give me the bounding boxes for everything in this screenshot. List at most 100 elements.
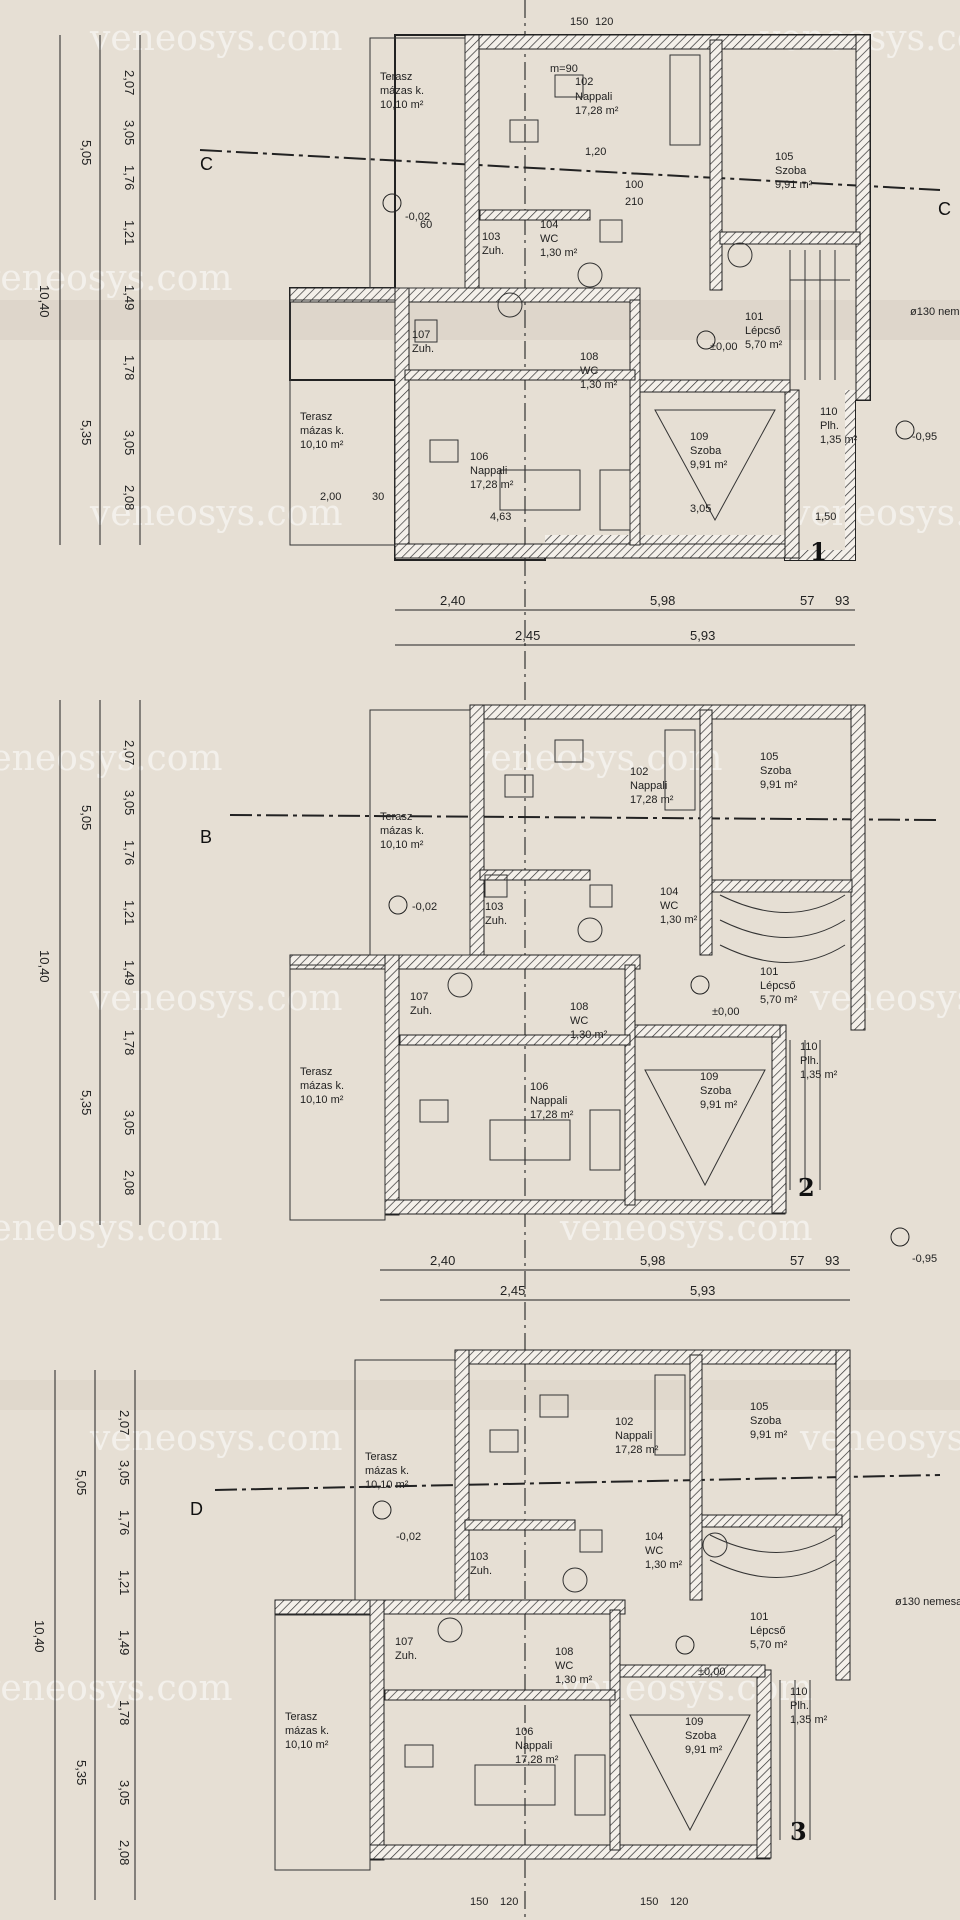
- dimension-label: 5,05: [74, 1470, 89, 1495]
- watermark-group: veneosys.com veneosys.com veneosys.com v…: [0, 18, 960, 1709]
- note-label: ø130 nemesacél bélésccő: [910, 306, 960, 318]
- level-label: -0,02: [412, 901, 437, 913]
- dimension-label: 3,05: [690, 503, 711, 515]
- terrace-label: Terasz: [365, 1451, 397, 1463]
- watermark: veneosys.com: [799, 1418, 960, 1459]
- dimension-label: 5,35: [79, 420, 94, 445]
- room-name: WC: [580, 365, 598, 377]
- room-area: 17,28 m²: [470, 479, 514, 491]
- room-area: 9,91 m²: [685, 1744, 723, 1756]
- room-name: Szoba: [685, 1730, 717, 1742]
- room-number: 102: [615, 1416, 633, 1428]
- room-number: 106: [515, 1726, 533, 1738]
- room-name: Nappali: [470, 465, 507, 477]
- terrace-sub: mázas k.: [365, 1465, 409, 1477]
- dimension-label: 3,05: [122, 1110, 137, 1135]
- wall-segment: [394, 543, 796, 559]
- terrace-outline: [289, 299, 396, 546]
- room-number: 110: [820, 406, 838, 418]
- wall-segment: [274, 1599, 626, 1615]
- room-name: Zuh.: [470, 1565, 492, 1577]
- terrace-area: 10,10 m²: [300, 1094, 344, 1106]
- room-number: 110: [800, 1041, 818, 1053]
- room-area: 1,30 m²: [570, 1029, 608, 1041]
- room-area: 1,35 m²: [820, 434, 858, 446]
- dimension-label: 1,49: [122, 285, 137, 310]
- dimension-label: 2,45: [500, 1283, 525, 1298]
- terrace-sub: mázas k.: [285, 1725, 329, 1737]
- room-number: 109: [690, 431, 708, 443]
- wall-segment: [384, 1199, 786, 1215]
- level-label: ±0,00: [710, 341, 737, 353]
- wall-segment: [454, 1349, 851, 1365]
- room-name: Szoba: [700, 1085, 732, 1097]
- watermark: veneosys.com: [0, 258, 233, 299]
- stair-symbol: [789, 250, 850, 380]
- terrace-area: 10,10 m²: [380, 839, 424, 851]
- dimension-label: 120: [595, 16, 613, 28]
- dimension-label: 10,40: [32, 1620, 47, 1653]
- dimension-label: 10,40: [37, 950, 52, 983]
- dimension-label: 3,05: [122, 430, 137, 455]
- wall-segment: [394, 287, 410, 559]
- dimension-label: 2,08: [117, 1840, 132, 1865]
- room-area: 17,28 m²: [515, 1754, 559, 1766]
- watermark: veneosys.com: [89, 978, 343, 1019]
- section-line: [214, 1474, 941, 1491]
- room-number: 108: [555, 1646, 573, 1658]
- paper-fold: [0, 300, 960, 340]
- terrace-sub: mázas k.: [300, 1080, 344, 1092]
- level-label: -0,95: [912, 1253, 937, 1265]
- room-number: 101: [750, 1611, 768, 1623]
- dimension-label: 210: [625, 196, 643, 208]
- room-area: 17,28 m²: [615, 1444, 659, 1456]
- dimension-label: 2,08: [122, 1170, 137, 1195]
- furniture: [404, 1374, 751, 1832]
- wall-segment: [464, 1519, 576, 1531]
- wall-segment: [609, 1609, 621, 1851]
- wall-segment: [719, 231, 861, 245]
- dimension-label: 5,98: [650, 593, 675, 608]
- dimension-label: 2,40: [430, 1253, 455, 1268]
- room-number: 101: [760, 966, 778, 978]
- dimension-label: 1,49: [122, 960, 137, 985]
- room-name: WC: [540, 233, 558, 245]
- room-name: Nappali: [530, 1095, 567, 1107]
- room-number: 105: [760, 751, 778, 763]
- room-area: 1,30 m²: [540, 247, 578, 259]
- terrace-outline: [354, 1359, 456, 1601]
- dimension-label: 57: [800, 593, 814, 608]
- room-area: 9,91 m²: [690, 459, 728, 471]
- watermark: veneosys.com: [559, 1208, 813, 1249]
- dimension-label: 5,93: [690, 628, 715, 643]
- room-area: 17,28 m²: [630, 794, 674, 806]
- wall-segment: [629, 379, 791, 393]
- room-number: 102: [575, 76, 593, 88]
- wall-segment: [756, 1669, 772, 1859]
- furniture: [414, 54, 776, 531]
- watermark: veneosys.com: [89, 1418, 343, 1459]
- room-name: Lépcső: [760, 980, 795, 992]
- room-area: 5,70 m²: [745, 339, 783, 351]
- dimension-label: 1,76: [117, 1510, 132, 1535]
- dimension-label: m=90: [550, 63, 578, 75]
- dimension-label: 5,35: [74, 1760, 89, 1785]
- watermark: veneosys.com: [89, 18, 343, 59]
- wall-segment: [369, 1599, 385, 1861]
- room-name: WC: [570, 1015, 588, 1027]
- wall-segment: [464, 34, 480, 291]
- wall-segment: [404, 369, 636, 381]
- left-dimension-chains: 10,40 5,05 5,35 2,07 3,05 1,76 1,21 1,49…: [32, 35, 141, 1900]
- level-label: ±0,00: [698, 1666, 725, 1678]
- wall-segment: [624, 1024, 781, 1038]
- dimension-label: 3,05: [122, 790, 137, 815]
- terrace-label: Terasz: [285, 1711, 317, 1723]
- dimension-label: 10,40: [37, 285, 52, 318]
- room-number: 108: [570, 1001, 588, 1013]
- section-label: B: [200, 827, 212, 847]
- terrace-label: Terasz: [300, 1066, 332, 1078]
- room-name: Szoba: [760, 765, 792, 777]
- room-name: Nappali: [615, 1430, 652, 1442]
- level-marker-icon: [895, 420, 915, 440]
- wall-segment: [711, 879, 853, 893]
